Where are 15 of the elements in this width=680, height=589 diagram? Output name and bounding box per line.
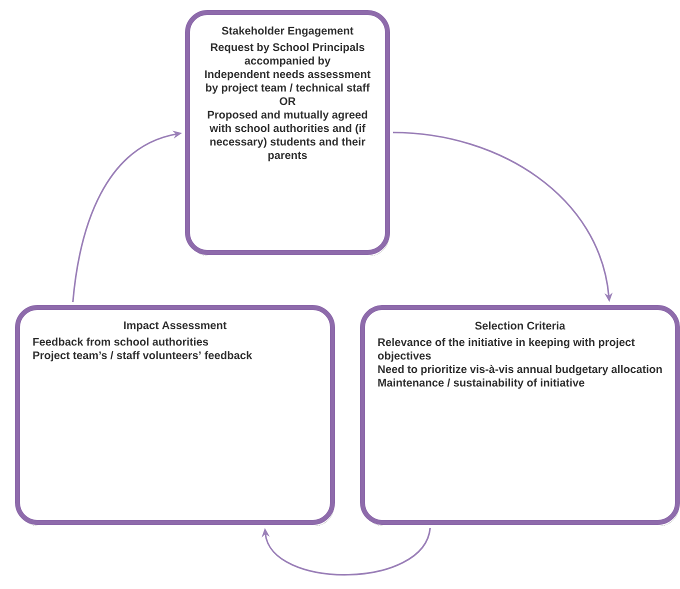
box-heading: Stakeholder Engagement <box>222 26 354 37</box>
process-box <box>185 10 390 256</box>
box-text: Request by School Principals accompanied by <box>210 43 364 67</box>
box-text: Relevance of the initiative in keeping with project objectives <box>378 338 635 362</box>
box-heading: Selection Criteria <box>475 322 566 330</box>
box-text: Need to prioritize vis-à-vis annual budgetary allocation <box>378 364 662 376</box>
box-text: Independent needs assessment by project team / technical staff OR <box>205 70 370 106</box>
box-text: Feedback from school authorities <box>33 338 208 346</box>
process-box <box>360 305 680 526</box>
arrow <box>262 528 431 576</box>
box-text: Maintenance / sustainability of initiative <box>378 378 584 389</box>
box-heading: Impact Assessment <box>124 322 226 332</box>
box-text: Proposed and mutually agreed with school authorities and (if necessary) students and their parents <box>208 110 368 162</box>
box-text: Project team’s / staff volunteers’ feedback <box>33 351 252 362</box>
process-box <box>15 305 335 526</box>
